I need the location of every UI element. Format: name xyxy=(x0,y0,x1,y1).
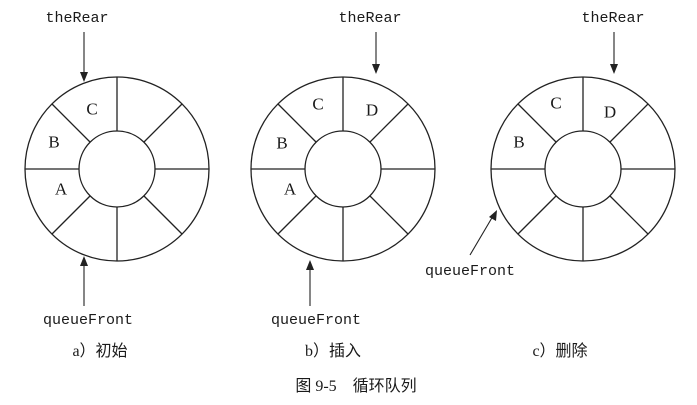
diagram-b: C D A B theRear queueFront b）插入 xyxy=(250,10,436,360)
diagram-c: C D B theRear queueFront c）删除 xyxy=(425,10,676,360)
spoke xyxy=(51,195,91,235)
cell-label: D xyxy=(366,101,378,120)
spoke xyxy=(277,103,317,143)
rear-arrow xyxy=(80,32,88,82)
cell-label: C xyxy=(550,94,561,113)
inner-circle xyxy=(78,130,156,208)
inner-circle xyxy=(544,130,622,208)
caption: b）插入 xyxy=(305,342,361,360)
front-label: queueFront xyxy=(425,263,515,280)
ring-a xyxy=(24,76,210,262)
spoke xyxy=(277,195,317,235)
ring-c xyxy=(490,76,676,262)
cell-label: B xyxy=(513,133,524,152)
spoke xyxy=(51,103,91,143)
cell-label: C xyxy=(86,100,97,119)
rear-label: theRear xyxy=(338,10,401,27)
figure-title: 图 9-5 循环队列 xyxy=(295,377,416,395)
front-arrow xyxy=(469,210,497,256)
rear-label: theRear xyxy=(581,10,644,27)
rear-arrow xyxy=(610,32,618,74)
front-label: queueFront xyxy=(271,312,361,329)
cell-label: B xyxy=(276,134,287,153)
cell-label: A xyxy=(55,180,68,199)
rear-label: theRear xyxy=(45,10,108,27)
caption: c）删除 xyxy=(532,342,587,360)
spoke xyxy=(517,195,557,235)
spoke xyxy=(369,195,409,235)
cell-label: C xyxy=(312,95,323,114)
diagram-a: C A B theRear queueFront a）初始 xyxy=(24,10,210,360)
cell-label: D xyxy=(604,103,616,122)
front-arrow xyxy=(306,260,314,306)
caption: a）初始 xyxy=(72,342,127,360)
front-arrow xyxy=(80,256,88,306)
inner-circle xyxy=(304,130,382,208)
front-label: queueFront xyxy=(43,312,133,329)
cell-label: A xyxy=(284,180,297,199)
spoke xyxy=(143,103,183,143)
spoke xyxy=(143,195,183,235)
spoke xyxy=(369,103,409,143)
spoke xyxy=(609,195,649,235)
cell-label: B xyxy=(48,133,59,152)
spoke xyxy=(609,103,649,143)
rear-arrow xyxy=(372,32,380,74)
spoke xyxy=(517,103,557,143)
ring-b xyxy=(250,76,436,262)
